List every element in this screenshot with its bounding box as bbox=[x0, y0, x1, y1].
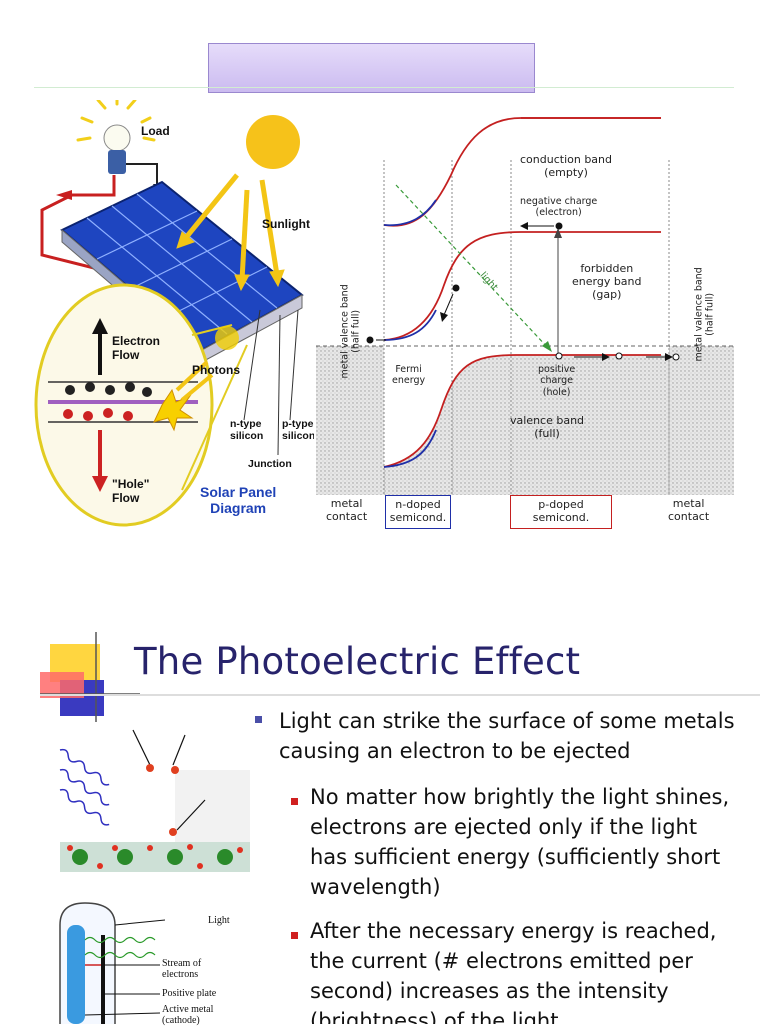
solar-panel-diagram bbox=[34, 100, 304, 527]
slide2-divider bbox=[40, 694, 760, 696]
label-sunlight: Sunlight bbox=[262, 218, 310, 231]
photoelectric-illustration bbox=[59, 729, 250, 872]
label-stream-electrons: Stream of electrons bbox=[162, 958, 202, 980]
slide2-title: The Photoelectric Effect bbox=[134, 640, 581, 683]
bullet-main: Light can strike the surface of some met… bbox=[279, 709, 735, 763]
slide1-title-bar bbox=[208, 43, 535, 93]
sub-bullet-marker bbox=[291, 932, 298, 939]
label-forbidden-band: forbidden energy band (gap) bbox=[572, 262, 642, 302]
label-n-type: n-type silicon bbox=[230, 418, 264, 443]
sun-icon bbox=[246, 115, 300, 169]
sub-bullet-1: No matter how brightly the light shines,… bbox=[310, 785, 730, 899]
magnified-view bbox=[34, 283, 214, 527]
label-metal-valence-left: metal valence band (half full) bbox=[339, 284, 363, 379]
label-p-type: p-type silicon bbox=[282, 418, 314, 443]
bullet-marker bbox=[255, 716, 262, 723]
label-positive-charge: positive charge (hole) bbox=[538, 364, 576, 398]
label-n-doped: n-doped semicond. bbox=[385, 495, 451, 529]
label-valence-band: valence band (full) bbox=[510, 414, 585, 441]
label-hole-flow: "Hole" Flow bbox=[112, 477, 150, 505]
sub-bullet-2: After the necessary energy is reached, t… bbox=[310, 919, 717, 1024]
label-conduction-band: conduction band (empty) bbox=[520, 153, 612, 180]
diagram-caption: Solar Panel Diagram bbox=[200, 484, 277, 517]
label-metal-contact-right: metal contact bbox=[668, 497, 710, 524]
title-decoration bbox=[40, 632, 140, 722]
label-metal-contact-left: metal contact bbox=[326, 497, 368, 524]
label-electron-flow: Electron Flow bbox=[112, 334, 161, 362]
band-diagram bbox=[316, 117, 734, 495]
sub-bullet-marker bbox=[291, 798, 298, 805]
label-photons: Photons bbox=[192, 363, 240, 377]
slide1-divider bbox=[34, 87, 734, 88]
phototube-illustration bbox=[59, 902, 165, 1024]
label-active-metal: Active metal (cathode) bbox=[162, 1004, 214, 1026]
label-p-doped: p-doped semicond. bbox=[510, 495, 612, 529]
lightbulb-icon bbox=[76, 100, 156, 174]
label-junction: Junction bbox=[248, 458, 292, 470]
label-fermi-energy: Fermi energy bbox=[392, 364, 426, 387]
label-load: Load bbox=[141, 124, 170, 138]
label-metal-valence-right: metal valence band (half full) bbox=[693, 267, 717, 362]
label-positive-plate: Positive plate bbox=[162, 988, 217, 999]
label-light-tube: Light bbox=[208, 915, 230, 926]
label-negative-charge: negative charge (electron) bbox=[520, 196, 598, 219]
